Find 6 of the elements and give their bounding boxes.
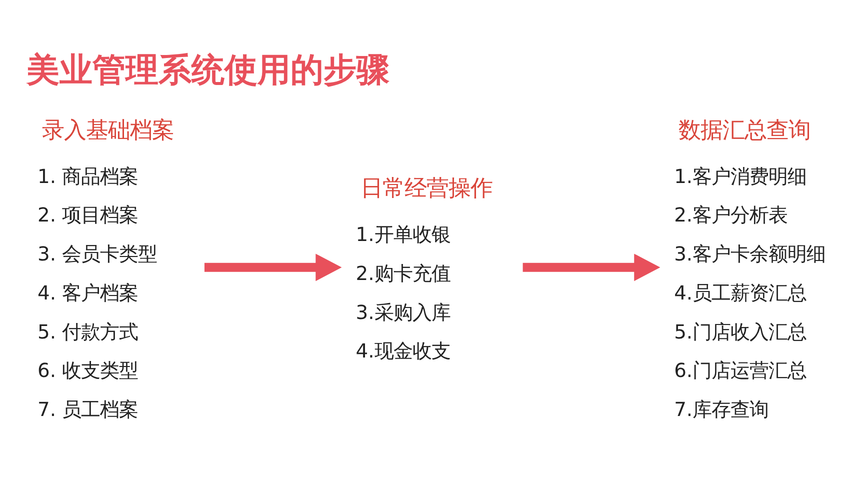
diagram-title: 美业管理系统使用的步骤 [26, 49, 390, 88]
arrow [204, 253, 342, 281]
arrow [522, 253, 660, 281]
node-text: 数据汇总查询 1.客户消费明细 2.客户分析表 3.客户卡余额明细 4.员工薪资汇总 5.门店收入汇总 6.门店运营汇总 7.库存查询 [674, 116, 826, 420]
node-text: 录入基础档案 1. 商品档案 2. 项目档案 3. 会员卡类型 4. 客户档案 5. 付款方式 6. 收支类型 7. 员工档案 [37, 116, 174, 420]
node-text: 日常经营操作 1.开单收银 2.购卡充值 3.采购入库 4.现金收支 [356, 175, 492, 362]
